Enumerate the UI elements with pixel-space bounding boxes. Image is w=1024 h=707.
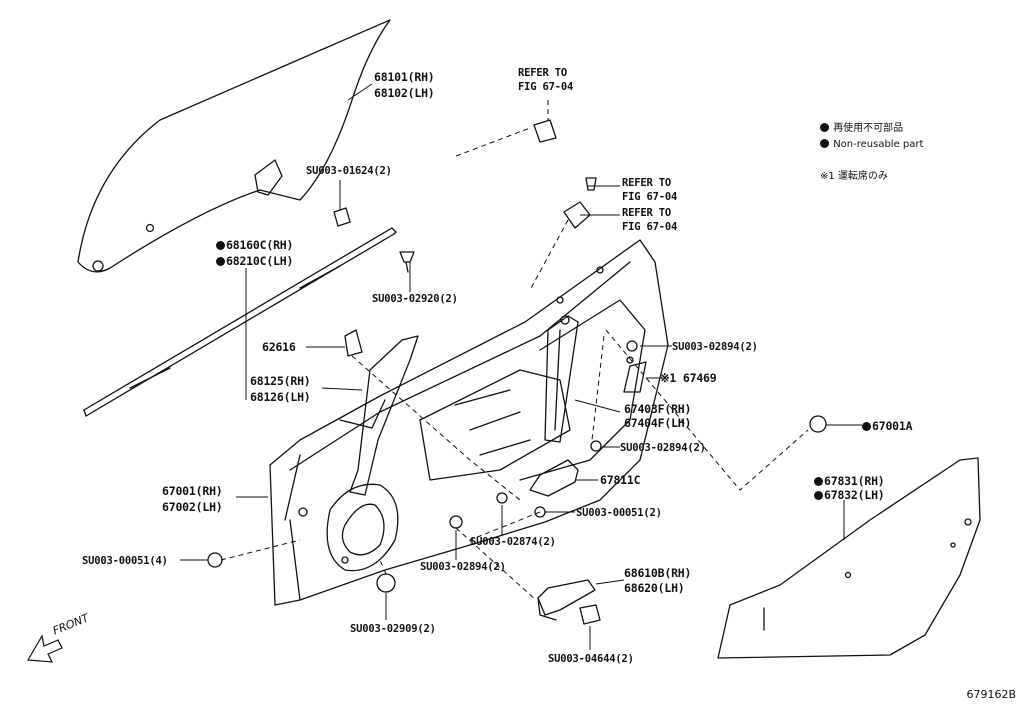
non-reusable-dot-icon xyxy=(820,139,829,148)
label-clip-02874: SU003-02874(2) xyxy=(470,536,556,548)
legend-en-text: Non-reusable part xyxy=(833,139,924,150)
label-door-rh: 67001(RH) xyxy=(162,484,223,498)
label-clip-00051-b: SU003-00051(4) xyxy=(82,555,168,567)
dashed-lines xyxy=(220,100,809,601)
bumper-67001a xyxy=(809,415,827,433)
film-lh-text: 67832(LH) xyxy=(824,488,885,502)
figure-code: 679162B xyxy=(966,688,1016,701)
label-clip-04644: SU003-04644(2) xyxy=(548,653,634,665)
label-clip-01624: SU003-01624(2) xyxy=(306,165,392,177)
clip-00051-b xyxy=(207,552,223,568)
label-film-lh: 67832(LH) xyxy=(814,488,885,502)
label-check-rh: 68610B(RH) xyxy=(624,566,692,580)
label-clip-02894-c: SU003-02894(2) xyxy=(420,561,506,573)
weatherstrip-lh-text: 68210C(LH) xyxy=(226,254,294,268)
bracket-top xyxy=(533,119,557,143)
legend-en: Non-reusable part xyxy=(820,138,923,151)
label-62616: 62616 xyxy=(262,340,296,354)
label-glass-rh: 68101(RH) xyxy=(374,70,435,84)
front-arrow xyxy=(27,634,63,663)
switch-67469 xyxy=(623,361,647,393)
label-frame-rh: 68125(RH) xyxy=(250,374,311,388)
weatherstrip xyxy=(83,227,397,417)
clip-02894-a xyxy=(626,340,638,352)
label-refer-top-2: FIG 67-04 xyxy=(518,81,574,93)
label-refer-a-2: FIG 67-04 xyxy=(622,191,678,203)
label-regulator-rh: 67403F(RH) xyxy=(624,402,692,416)
label-67001a: 67001A xyxy=(862,419,913,433)
label-frame-lh: 68126(LH) xyxy=(250,390,311,404)
label-refer-b-1: REFER TO xyxy=(622,207,671,219)
window-regulator xyxy=(544,315,579,443)
part-67001a-text: 67001A xyxy=(872,419,913,433)
clip-02894-b xyxy=(590,440,602,452)
legend-note: ※1 運転席のみ xyxy=(820,171,888,182)
non-reusable-dot-icon xyxy=(814,491,823,500)
sash-frame xyxy=(339,335,419,496)
label-clip-02909: SU003-02909(2) xyxy=(350,623,436,635)
non-reusable-dot-icon xyxy=(814,477,823,486)
weatherstrip-rh-text: 68160C(RH) xyxy=(226,238,294,252)
label-weatherstrip-rh: 68160C(RH) xyxy=(216,238,293,252)
label-clip-00051-a: SU003-00051(2) xyxy=(576,507,662,519)
clip-02874 xyxy=(496,492,508,504)
clip-02894-c xyxy=(449,515,463,529)
label-weatherstrip-lh: 68210C(LH) xyxy=(216,254,293,268)
label-67811c: 67811C xyxy=(600,473,641,487)
label-67469: ※1 67469 xyxy=(660,371,717,385)
film-rh-text: 67831(RH) xyxy=(824,474,885,488)
label-check-lh: 68620(LH) xyxy=(624,581,685,595)
service-hole-film xyxy=(717,457,981,659)
label-refer-a-1: REFER TO xyxy=(622,177,671,189)
clip-62616 xyxy=(344,329,363,357)
bracket-67811c xyxy=(529,459,579,497)
door-check xyxy=(537,579,601,625)
leader-lines xyxy=(180,83,862,650)
legend-jp-text: 再使用不可部品 xyxy=(833,123,904,134)
door-panel xyxy=(269,239,669,606)
label-refer-b-2: FIG 67-04 xyxy=(622,221,678,233)
non-reusable-dot-icon xyxy=(820,123,829,132)
legend-jp: 再使用不可部品 xyxy=(820,122,903,135)
bolt-refer xyxy=(585,177,597,191)
label-refer-top-1: REFER TO xyxy=(518,67,567,79)
non-reusable-dot-icon xyxy=(216,257,225,266)
label-film-rh: 67831(RH) xyxy=(814,474,885,488)
non-reusable-dot-icon xyxy=(216,241,225,250)
clip-01624 xyxy=(333,207,351,227)
door-glass xyxy=(77,19,391,273)
plug-02909 xyxy=(376,573,396,593)
screw-02920 xyxy=(399,251,415,273)
non-reusable-dot-icon xyxy=(862,422,871,431)
label-door-lh: 67002(LH) xyxy=(162,500,223,514)
label-regulator-lh: 67404F(LH) xyxy=(624,416,692,430)
label-clip-02894-b: SU003-02894(2) xyxy=(620,442,706,454)
label-glass-lh: 68102(LH) xyxy=(374,86,435,100)
label-clip-02920: SU003-02920(2) xyxy=(372,293,458,305)
label-clip-02894-a: SU003-02894(2) xyxy=(672,341,758,353)
